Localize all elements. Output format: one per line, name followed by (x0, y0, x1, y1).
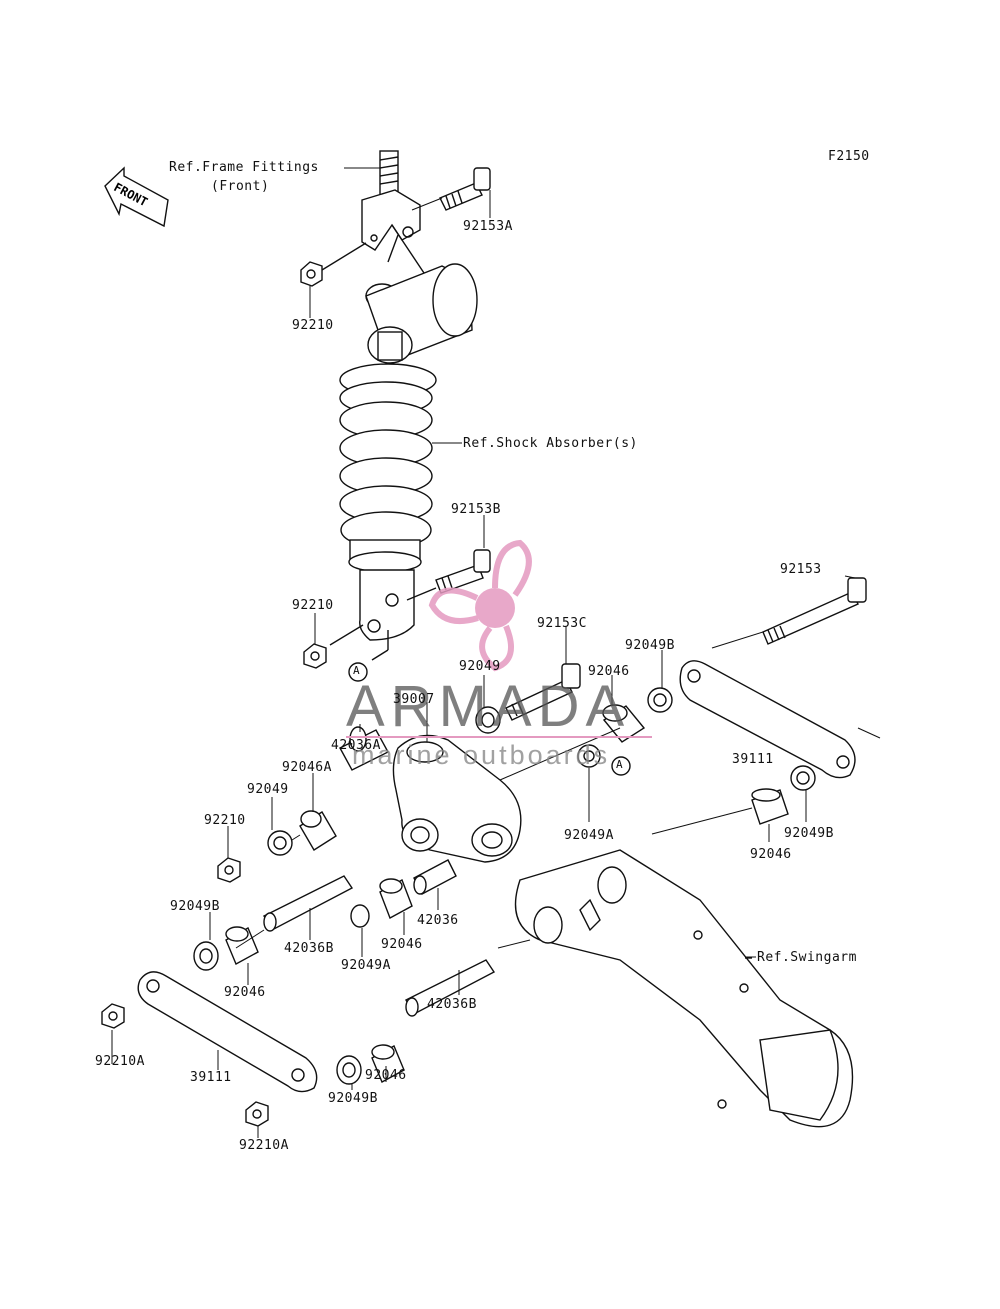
washer-92049-left (267, 830, 293, 856)
watermark-propeller-logo (428, 539, 532, 672)
washer-92049B-upper (647, 687, 673, 713)
tie-rod-39111-right (679, 660, 856, 779)
part-label-92153C: 92153C (537, 616, 587, 631)
callout-a-left-text: A (353, 664, 361, 677)
callout-a-right-text: A (616, 758, 624, 771)
part-label-92046-upper: 92046 (588, 664, 630, 679)
bearing-92046-upper (602, 704, 646, 743)
part-label-39111-right: 39111 (732, 752, 774, 767)
front-arrow-icon (104, 166, 169, 228)
washer-92049A-right (577, 744, 601, 768)
part-label-92049-upper: 92049 (459, 659, 501, 674)
part-label-42036B-left: 42036B (284, 941, 334, 956)
part-label-92210-upper: 92210 (292, 318, 334, 333)
nut-92210-upper (300, 242, 367, 287)
part-label-92049A-left: 92049A (341, 958, 391, 973)
callout-a-left (348, 662, 368, 682)
part-label-92210A-left: 92210A (95, 1054, 145, 1069)
part-label-92153: 92153 (780, 562, 822, 577)
washer-92049-upper (475, 706, 501, 734)
part-label-92049B-right: 92049B (784, 826, 834, 841)
part-label-92153B: 92153B (451, 502, 501, 517)
swingarm (514, 849, 854, 1128)
part-label-39007: 39007 (393, 692, 435, 707)
part-label-92210-left: 92210 (204, 813, 246, 828)
part-label-92049B-bottom: 92049B (328, 1091, 378, 1106)
part-label-92046-bottom: 92046 (365, 1068, 407, 1083)
watermark-tagline: marine outboards (352, 740, 611, 770)
leader-lines (111, 167, 881, 1138)
bolt-92153C (505, 663, 581, 721)
bolt-92153A (439, 167, 491, 211)
part-label-42036A: 42036A (331, 738, 381, 753)
collar-42036B-left (263, 875, 354, 932)
bearing-92046-bottom (371, 1044, 405, 1083)
washer-92049B-right (790, 765, 816, 791)
part-label-39111-left: 39111 (190, 1070, 232, 1085)
bearing-92046-mid (379, 878, 413, 919)
bolt-92153 (762, 577, 867, 645)
bearing-92046-right (751, 788, 789, 825)
shock-absorber (329, 263, 478, 661)
part-label-92046-right: 92046 (750, 847, 792, 862)
callout-a-right (611, 756, 631, 776)
nut-92210-middle (303, 643, 327, 669)
part-label-92046A: 92046A (282, 760, 332, 775)
part-label-92153A: 92153A (463, 219, 513, 234)
collar-42036 (413, 859, 457, 895)
bearing-92046-left (225, 926, 259, 965)
collar-42036A (339, 726, 389, 771)
figure-code: F2150 (828, 149, 870, 164)
ref-swingarm: Ref.Swingarm (757, 950, 857, 965)
part-label-92046-left: 92046 (224, 985, 266, 1000)
part-label-92049A-right: 92049A (564, 828, 614, 843)
nut-92210A-left (101, 1003, 125, 1029)
part-label-42036: 42036 (417, 913, 459, 928)
washer-92049B-bottom (336, 1055, 362, 1085)
washer-92049B-left (193, 941, 219, 971)
part-label-92046-mid: 92046 (381, 937, 423, 952)
part-label-92049B-upper: 92049B (625, 638, 675, 653)
ref-frame-fittings: Ref.Frame Fittings (169, 160, 319, 175)
part-label-92049-left: 92049 (247, 782, 289, 797)
ref-shock-absorber: Ref.Shock Absorber(s) (463, 436, 638, 451)
part-label-42036B-right: 42036B (427, 997, 477, 1012)
frame-fitting-bracket (361, 150, 431, 283)
ref-frame-fittings-front: (Front) (211, 179, 270, 194)
bolt-92153B (406, 549, 491, 601)
part-label-92210A-bottom: 92210A (239, 1138, 289, 1153)
washer-92049A-left (350, 904, 370, 928)
part-label-92210-middle: 92210 (292, 598, 334, 613)
nut-92210A-bottom (245, 1101, 269, 1127)
bearing-92046A (299, 810, 337, 851)
tie-rod-39111-left (137, 971, 318, 1093)
rocker-arm-39007 (392, 734, 522, 863)
nut-92210-left (217, 857, 241, 883)
part-label-92049B-left: 92049B (170, 899, 220, 914)
watermark-brand: ARMADA (346, 674, 631, 739)
